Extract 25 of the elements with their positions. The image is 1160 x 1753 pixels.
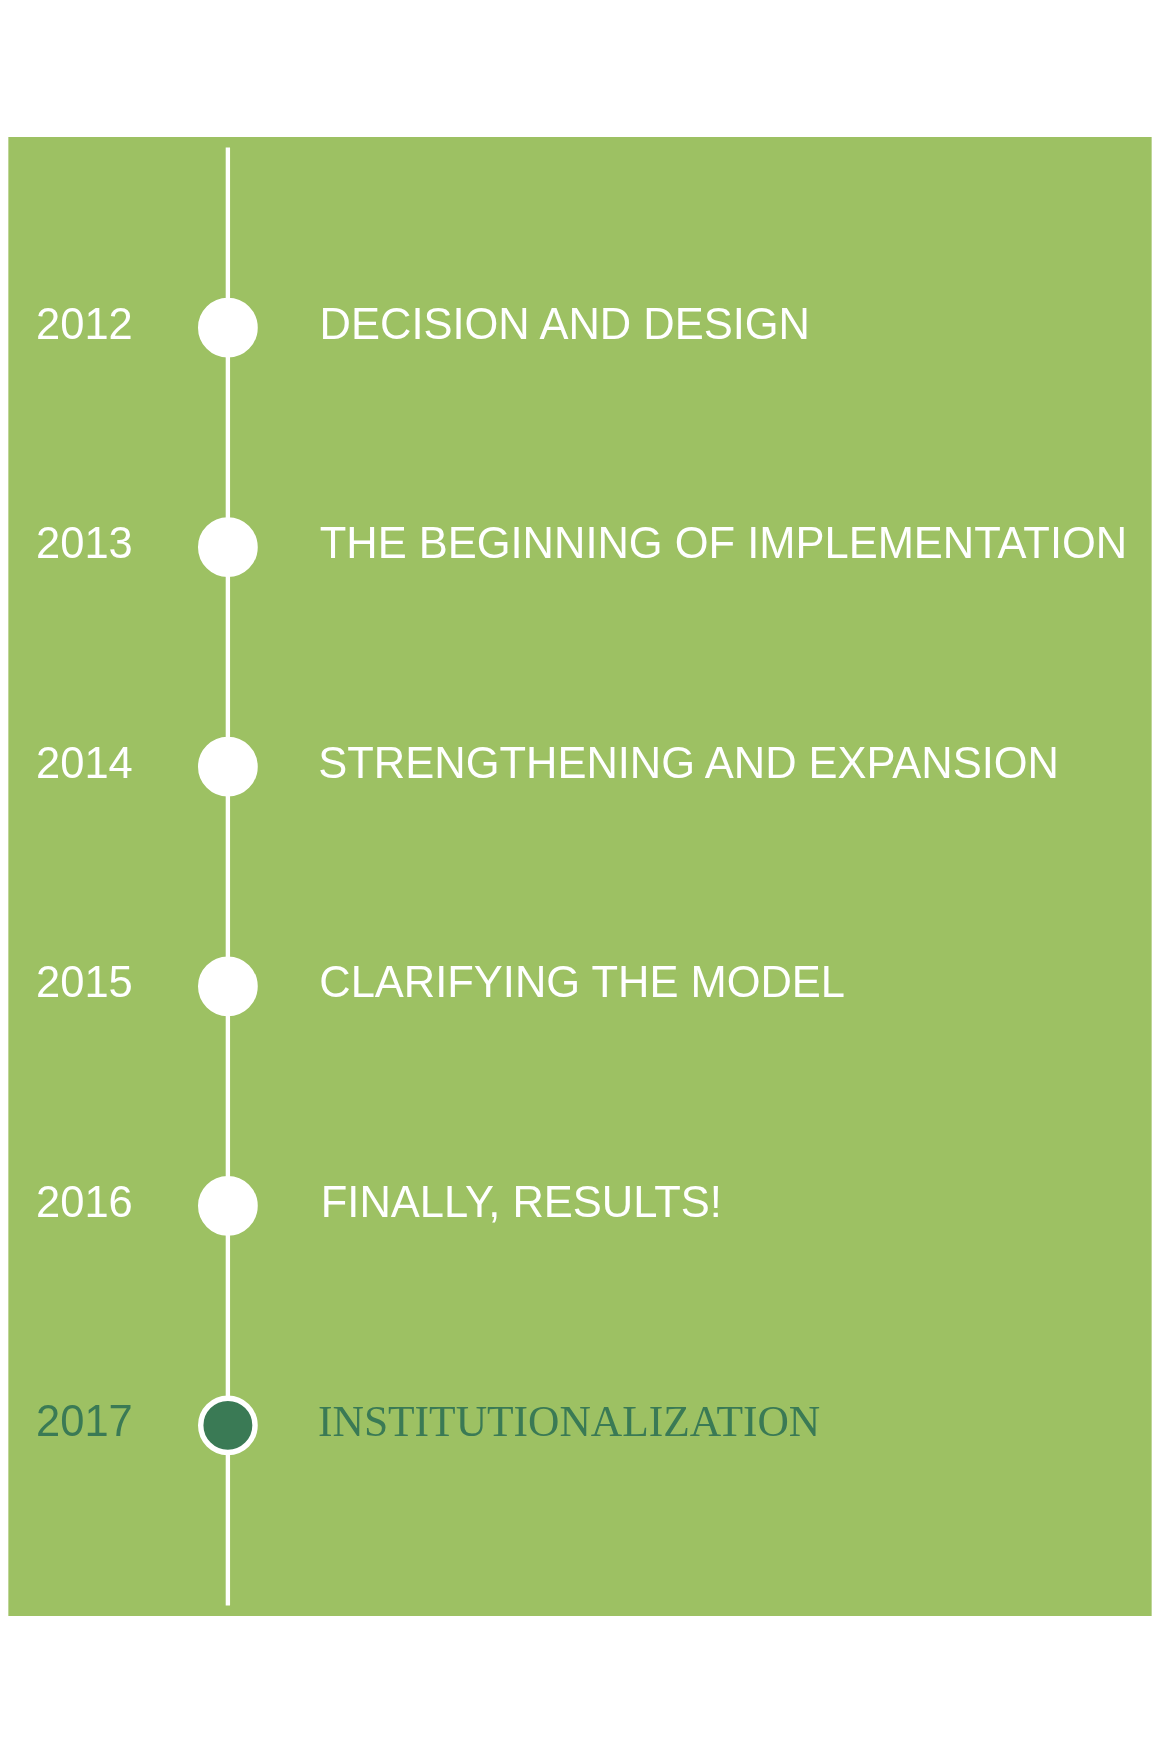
connector xyxy=(225,147,231,300)
node-label: 2015 xyxy=(36,958,133,1007)
connector xyxy=(225,1014,231,1179)
node-label: CLARIFYING THE MODEL xyxy=(319,958,846,1007)
node-label: INSTITUTIONALIZATION xyxy=(318,1397,821,1446)
connector xyxy=(225,574,231,740)
node-circle xyxy=(198,517,258,578)
node-circle xyxy=(198,956,258,1017)
connector xyxy=(225,1453,231,1606)
node-label: THE BEGINNING OF IMPLEMENTATION xyxy=(319,519,1128,568)
connector xyxy=(225,1233,231,1398)
connector xyxy=(225,794,231,959)
node-circle xyxy=(198,736,258,797)
node-label: 2016 xyxy=(36,1177,133,1226)
connector xyxy=(225,355,231,520)
node-label: 2013 xyxy=(36,519,133,568)
node-circle xyxy=(198,1395,258,1456)
node-label: FINALLY, RESULTS! xyxy=(320,1177,722,1226)
node-label: 2017 xyxy=(36,1397,133,1446)
node-circle xyxy=(198,297,258,358)
node-label: DECISION AND DESIGN xyxy=(319,299,810,348)
node-label: STRENGTHENING AND EXPANSION xyxy=(318,738,1060,787)
node-label: 2012 xyxy=(36,299,133,348)
node-label: 2014 xyxy=(36,738,133,787)
node-circle xyxy=(198,1175,258,1236)
